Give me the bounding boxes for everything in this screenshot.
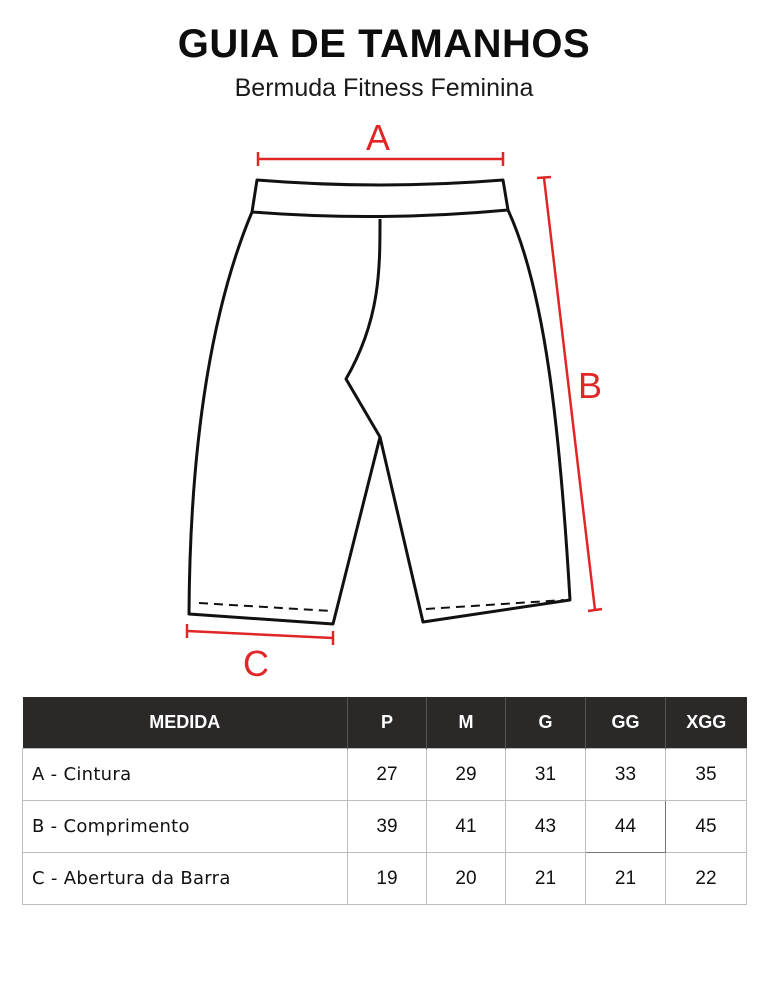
table-cell: 44 <box>585 800 666 853</box>
table-cell: 21 <box>505 852 586 905</box>
measure-lines <box>185 152 603 645</box>
table-row: C - Abertura da Barra 19 20 21 21 22 <box>22 852 747 905</box>
table-cell: 27 <box>347 748 427 801</box>
right-leg <box>378 209 572 624</box>
hem-stitching <box>198 599 565 612</box>
row-label: A - Cintura <box>22 748 348 801</box>
label-c: C <box>243 643 269 684</box>
table-cell: 35 <box>665 748 747 801</box>
table-cell: 21 <box>585 852 666 905</box>
table-cell: 22 <box>665 852 747 905</box>
left-hem-stitch <box>198 602 332 612</box>
shorts-outline <box>187 178 572 626</box>
size-table: MEDIDA P M G GG XGG A - Cintura 27 29 31… <box>22 697 747 905</box>
label-a: A <box>366 117 390 158</box>
table-cell: 20 <box>426 852 506 905</box>
measure-c-line <box>186 629 334 640</box>
table-cell: 19 <box>347 852 427 905</box>
table-cell: 39 <box>347 800 427 853</box>
label-b: B <box>578 365 602 406</box>
table-row: A - Cintura 27 29 31 33 35 <box>22 748 747 801</box>
shorts-diagram: A B C <box>185 117 603 684</box>
row-label: C - Abertura da Barra <box>22 852 348 905</box>
column-header: GG <box>585 697 666 749</box>
table-cell: 45 <box>665 800 747 853</box>
row-label: B - Comprimento <box>22 800 348 853</box>
column-header: P <box>347 697 427 749</box>
table-cell: 31 <box>505 748 586 801</box>
table-row: B - Comprimento 39 41 43 44 45 <box>22 800 747 853</box>
column-header: M <box>426 697 506 749</box>
right-hem-stitch <box>425 599 565 610</box>
table-header-row: MEDIDA P M G GG XGG <box>22 697 747 749</box>
table-cell: 29 <box>426 748 506 801</box>
left-leg <box>187 211 382 626</box>
waistband <box>250 178 510 219</box>
page-title: GUIA DE TAMANHOS <box>177 22 591 66</box>
table-cell: 43 <box>505 800 586 853</box>
measure-b-line <box>542 177 597 611</box>
table-cell: 33 <box>585 748 666 801</box>
table-cell: 41 <box>426 800 506 853</box>
column-header: XGG <box>665 697 747 749</box>
column-header: G <box>505 697 586 749</box>
page-subtitle: Bermuda Fitness Feminina <box>234 74 534 102</box>
column-header: MEDIDA <box>22 697 348 749</box>
